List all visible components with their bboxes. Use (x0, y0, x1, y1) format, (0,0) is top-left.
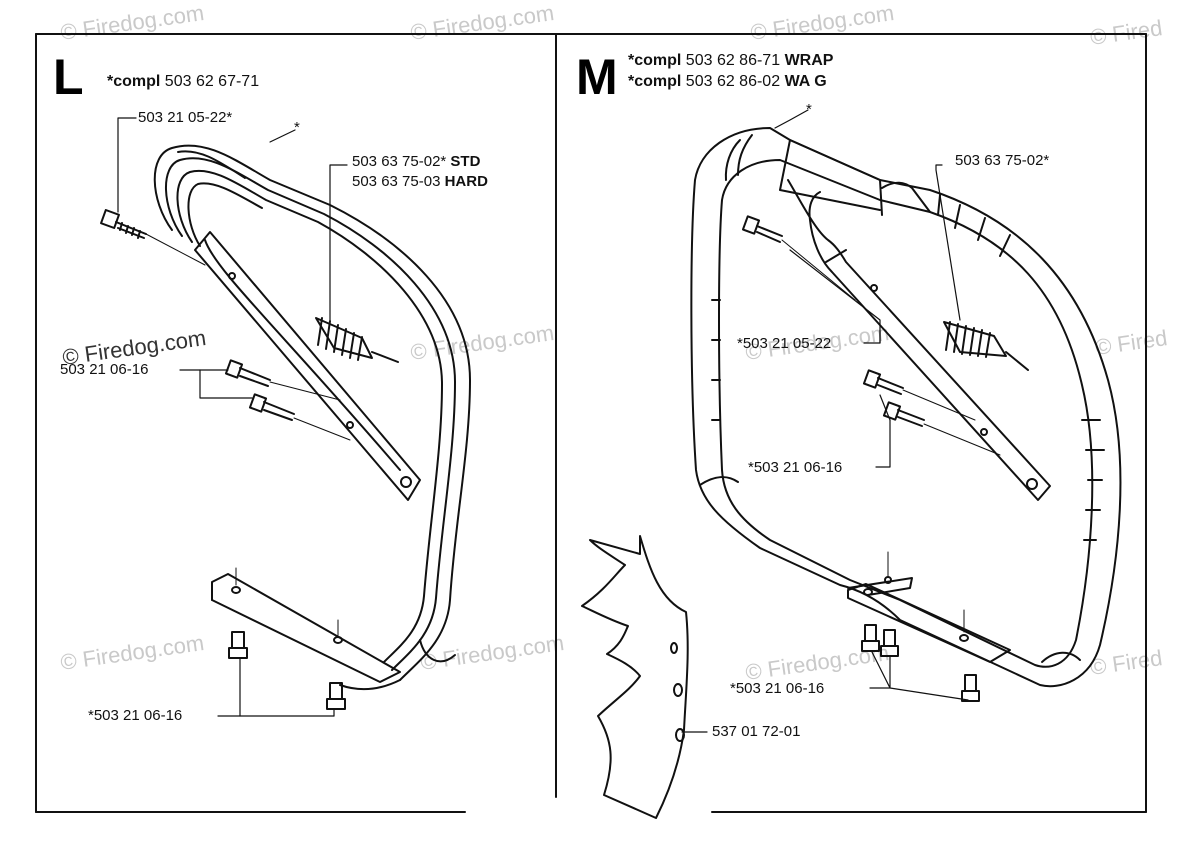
right-callout-spring: 503 63 75-02* (955, 152, 1050, 169)
left-header-line: *compl 503 62 67-71 (107, 73, 259, 90)
right-panel-letter: M (576, 49, 618, 105)
left-callout-screws-mid: 503 21 06-16 (60, 361, 149, 378)
left-handlebar (153, 144, 471, 691)
right-callout-screws-mid: *503 21 06-16 (748, 459, 843, 476)
right-header-line-1: *compl 503 62 86-71 WRAP (628, 52, 833, 69)
right-bolt (741, 215, 856, 301)
right-guard (581, 535, 689, 819)
right-brace (787, 179, 1051, 501)
left-callout-bolt-top: 503 21 05-22* (138, 109, 233, 126)
right-mid-screws (862, 369, 1001, 456)
right-callout-bolt: *503 21 05-22 (737, 335, 832, 352)
left-bottom-bracket (211, 567, 401, 710)
right-callout-star: * (806, 101, 812, 118)
left-spring-hard-suffix: HARD (444, 173, 488, 190)
left-panel-letter: L (53, 49, 84, 105)
left-top-bolt (100, 209, 206, 266)
left-spring-std-number: 503 63 75-02* (352, 153, 447, 170)
right-header-1-suffix: WRAP (784, 52, 834, 69)
right-bottom-bracket (847, 551, 1011, 702)
right-spring (935, 164, 1029, 371)
right-callout-guard: 537 01 72-01 (712, 723, 801, 740)
right-header-1-number: 503 62 86-71 (685, 52, 781, 69)
left-mid-screws (224, 359, 351, 441)
left-callout-spring-std: 503 63 75-02* STD (352, 153, 480, 170)
right-header-2-suffix: WA G (784, 73, 827, 90)
frame (35, 33, 1147, 813)
left-brace (194, 231, 421, 501)
left-spring (315, 317, 399, 363)
left-header-prefix: *compl (107, 73, 161, 90)
right-header-line-2: *compl 503 62 86-02 WA G (628, 73, 827, 90)
left-spring-std-suffix: STD (450, 153, 481, 170)
right-header-2-number: 503 62 86-02 (685, 73, 781, 90)
left-spring-hard-number: 503 63 75-03 (352, 173, 441, 190)
left-leaders (117, 117, 348, 717)
right-header-1-prefix: *compl (628, 52, 682, 69)
right-header-2-prefix: *compl (628, 73, 682, 90)
left-callout-spring-hard: 503 63 75-03 HARD (352, 173, 488, 190)
left-header-number: 503 62 67-71 (164, 73, 260, 90)
right-callout-screws-bottom: *503 21 06-16 (730, 680, 825, 697)
left-callout-star: * (294, 119, 300, 136)
left-callout-screws-bottom: *503 21 06-16 (88, 707, 183, 724)
right-leaders (681, 109, 969, 733)
